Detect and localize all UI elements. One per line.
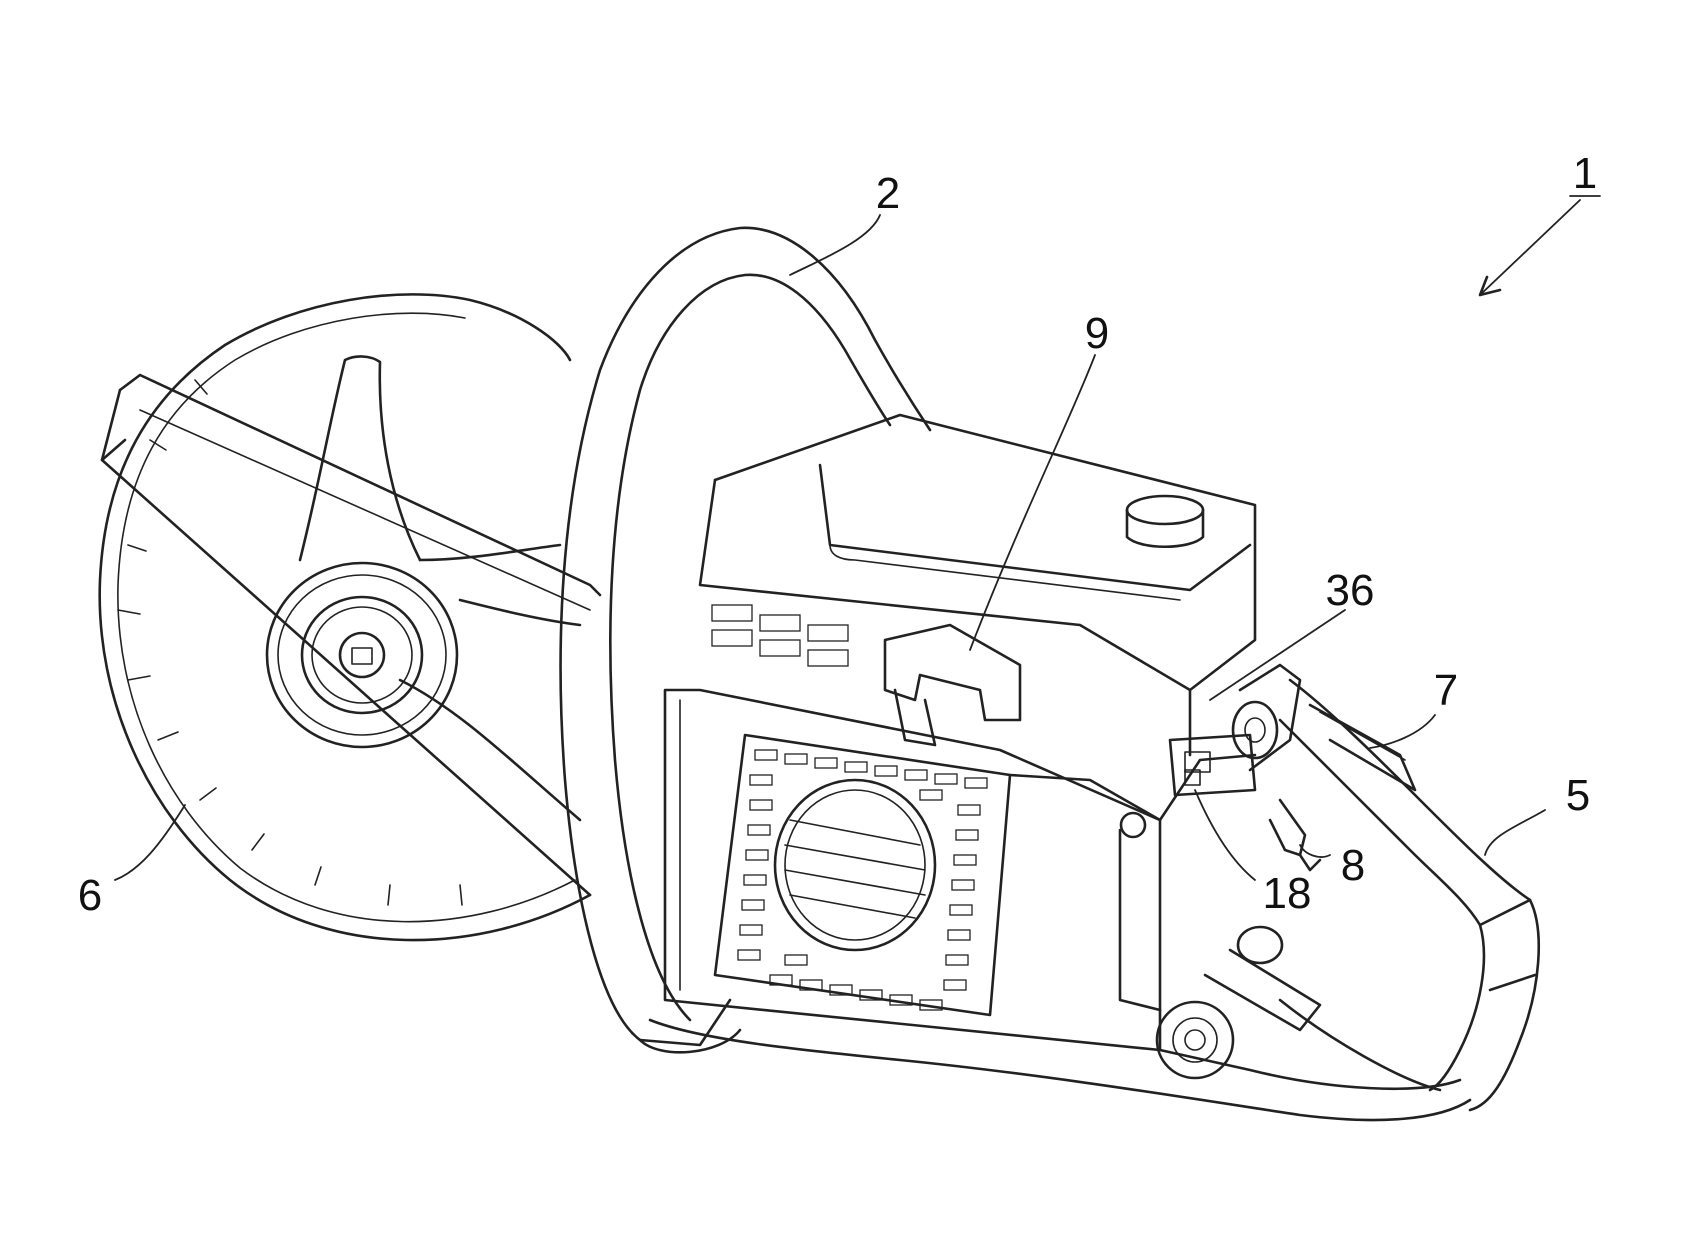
cutting-blade	[100, 294, 600, 940]
label-blade: 6	[78, 871, 102, 920]
label-top-lever: 9	[1085, 309, 1109, 358]
label-rear-handle: 5	[1566, 771, 1590, 820]
label-overall: 1	[1573, 149, 1597, 198]
label-indicator: 18	[1263, 869, 1312, 918]
label-front-handle: 2	[876, 169, 900, 218]
label-switch: 36	[1326, 566, 1375, 615]
label-throttle-lever: 7	[1434, 666, 1458, 715]
label-trigger: 8	[1341, 841, 1365, 890]
engine-body	[650, 415, 1470, 1120]
front-handle	[561, 228, 930, 1052]
